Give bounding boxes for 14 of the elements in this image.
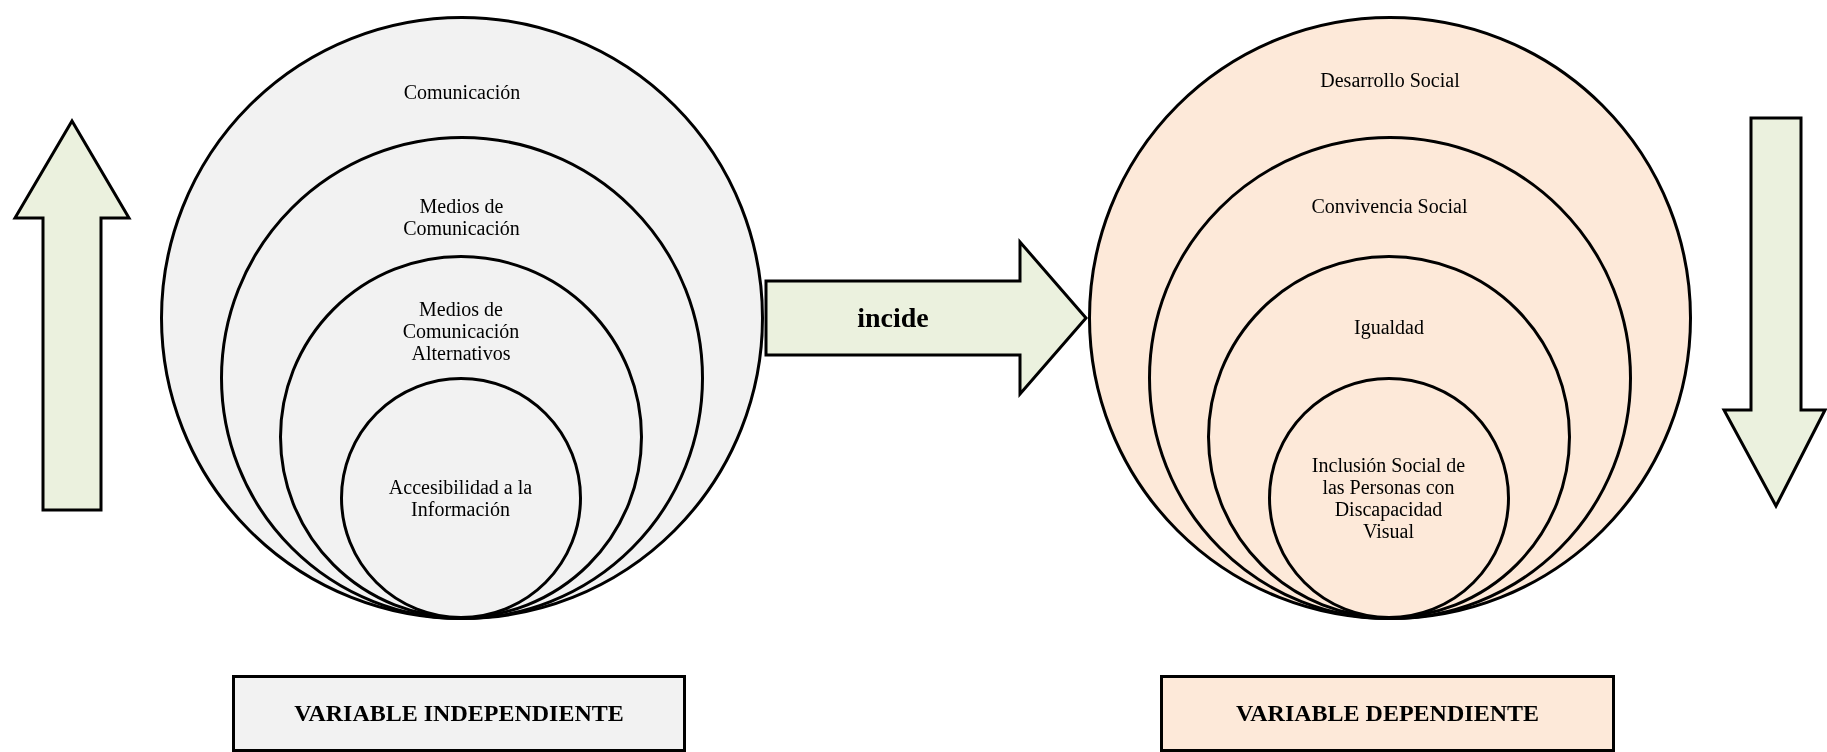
circle-label: Inclusión Social de las Personas con Discapacidad Visual xyxy=(1310,453,1467,542)
variable-box xyxy=(1160,675,1615,752)
circle-label: Desarrollo Social xyxy=(1319,69,1461,91)
circle-label: Accesibilidad a la Información xyxy=(387,475,534,520)
variable-label: VARIABLE DEPENDIENTE xyxy=(1236,700,1539,727)
circle-label: Convivencia Social xyxy=(1310,194,1469,217)
block-arrow xyxy=(764,238,1088,398)
edge-label: incide xyxy=(857,302,929,334)
circle-label: Igualdad xyxy=(1353,316,1425,338)
variable-label: VARIABLE INDEPENDIENTE xyxy=(294,700,624,727)
circle-label: Medios de Comunicación Alternativos xyxy=(401,298,521,364)
circle-label: Comunicación xyxy=(402,81,522,103)
circle-label: Medios de Comunicación xyxy=(402,194,521,239)
variable-box xyxy=(232,675,686,752)
